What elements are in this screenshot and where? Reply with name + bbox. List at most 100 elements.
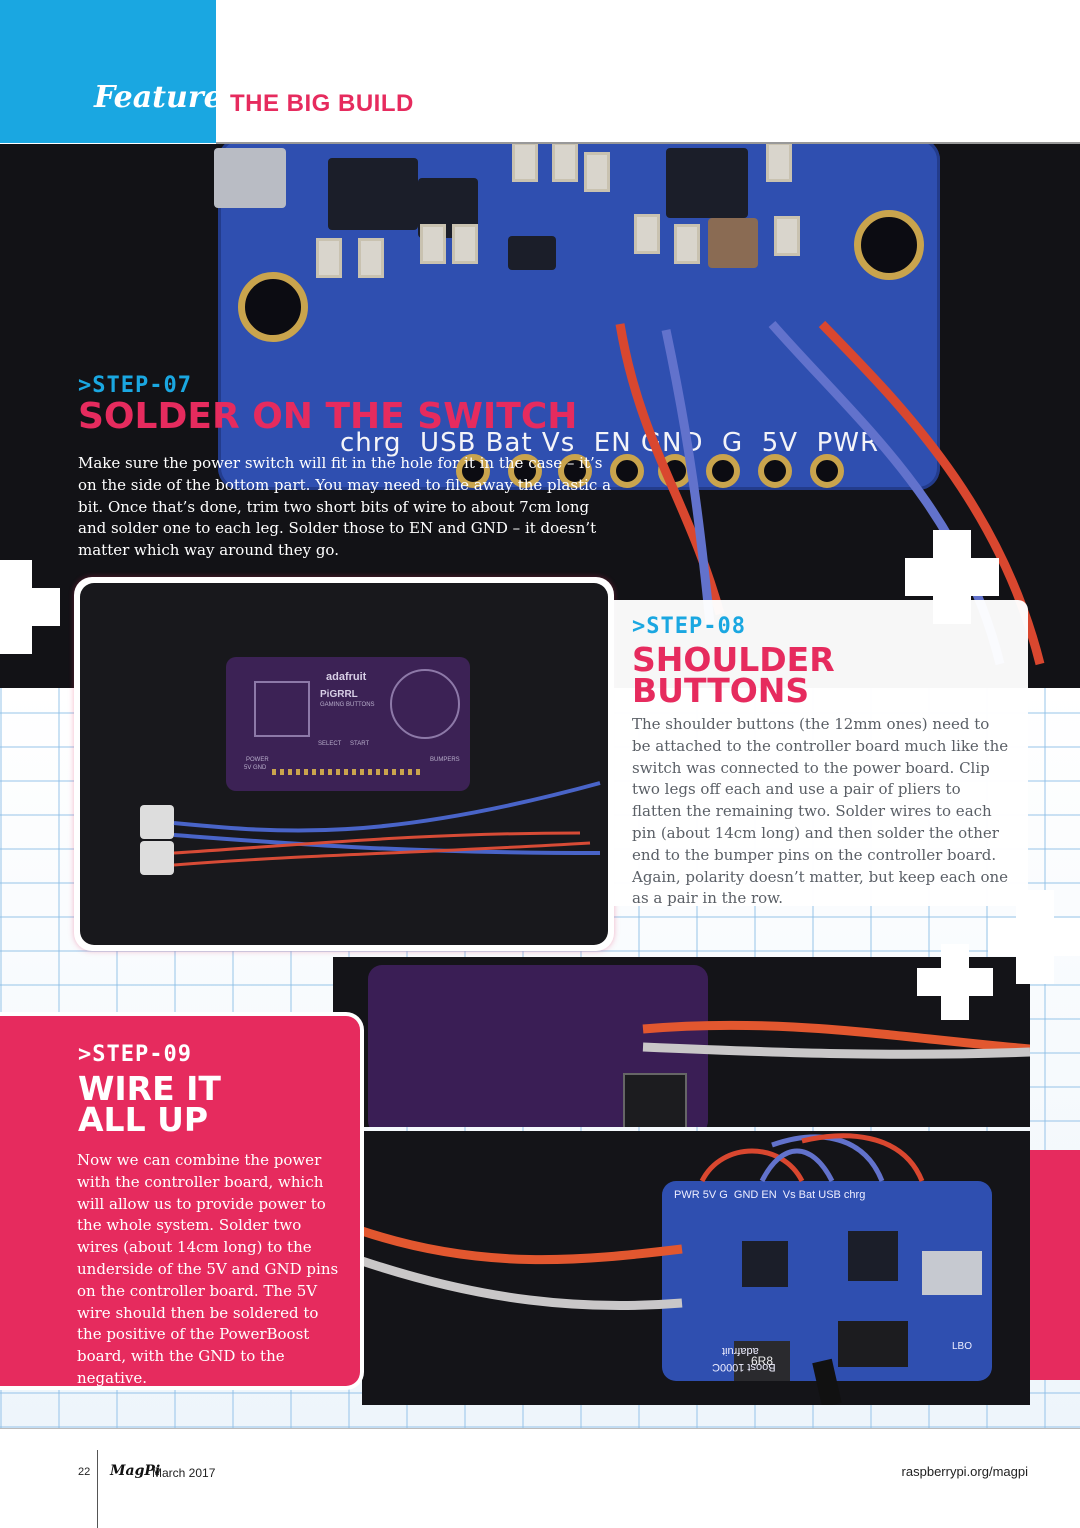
resistor [452,224,478,264]
pcb-pin-labels: chrg USB Bat Vs EN GND G 5V PWR [340,428,880,458]
plus-decoration [917,944,993,1020]
resistor [358,238,384,278]
connector [623,1073,687,1127]
section-title: THE BIG BUILD [230,90,414,117]
step-09-label: >STEP-09 [78,1042,192,1067]
step-07-body: Make sure the power switch will fit in t… [78,454,612,560]
usb-port [922,1251,982,1295]
transistor [508,236,556,270]
step-08-label: >STEP-08 [632,614,746,639]
resistor [634,214,660,254]
mounting-hole [854,210,924,280]
battery-connector [838,1321,908,1367]
resistor [674,224,700,264]
board-bumpers: BUMPERS [430,757,460,763]
board-start: START [350,741,370,747]
usb-port [214,148,286,208]
ic-chip [848,1231,898,1281]
ic-chip-tps [666,148,748,218]
wire-blue [771,1134,885,1182]
tactile-button [140,841,174,875]
resistor [552,144,578,182]
wire-red [173,841,591,867]
wire-orange [642,1020,1030,1054]
board-power-pins: 5V GND [244,765,267,771]
footer-divider [97,1450,98,1528]
wire-grey [362,1256,683,1311]
boost-wires-svg [362,1133,925,1405]
resistor [766,144,792,182]
resistor [512,144,538,182]
battery-cable [812,1358,842,1405]
ic-chip [328,158,418,230]
step-09-title-line2: ALL UP [78,1100,209,1140]
step-09-box [0,1016,360,1386]
pin-hole [558,454,592,488]
magpi-logo: MagPi [110,1463,161,1479]
board-brand: adafruit [326,671,367,683]
step-08-title: SHOULDER BUTTONS [632,640,835,711]
pink-strip [1030,1150,1080,1380]
ic-chip [742,1241,788,1287]
wire-blue [759,1148,835,1183]
resistor [774,216,800,256]
pcb-pin-labels-small: PWR 5V G GND EN Vs Bat USB chrg [674,1189,866,1201]
step-07-label: >STEP-07 [78,373,192,398]
issue-date: March 2017 [152,1466,216,1480]
wire-red [173,831,581,855]
wire-blue [173,781,601,833]
photo-controller-board: adafruit PiGRRL GAMING BUTTONS SELECT ST… [74,577,614,951]
photo-board-underside [333,957,1030,1127]
pin-hole [610,454,644,488]
board-select: SELECT [318,741,342,747]
plus-decoration [0,560,60,654]
pin-hole [758,454,792,488]
step-09-title-line1: WIRE IT [78,1069,221,1108]
button-circle-outline [390,669,460,739]
resistor [316,238,342,278]
footer-rule [0,1428,1080,1429]
pigrrl-board: adafruit PiGRRL GAMING BUTTONS SELECT ST… [226,657,470,791]
wire-blue [661,329,715,625]
feature-label: Feature [94,80,223,115]
dpad-outline [254,681,310,737]
tactile-button [140,805,174,839]
mounting-hole [238,272,308,342]
photo-frame: adafruit PiGRRL GAMING BUTTONS SELECT ST… [80,583,608,945]
website-link[interactable]: raspberrypi.org/magpi [901,1464,1028,1479]
board-sub: GAMING BUTTONS [320,702,375,708]
wire-red [699,1148,805,1183]
step-08-title-line1: SHOULDER [632,640,835,679]
underside-wires-svg [642,1020,1030,1059]
step-09-body: Now we can combine the power with the co… [77,1151,339,1387]
board-name: PiGRRL [320,689,358,700]
capacitor [708,218,758,268]
lbo-label: LBO [952,1341,973,1352]
inductor: 6R8 [734,1341,790,1381]
wire-blue [173,833,601,855]
header-pins [272,769,422,775]
pin-hole [706,454,740,488]
photo-wired-boost-board: PWR 5V G GND EN Vs Bat USB chrg 6R8 adaf… [362,1131,1030,1405]
plus-decoration [988,890,1080,984]
resistor [584,152,610,192]
pin-hole [456,454,490,488]
plus-decoration [905,530,999,624]
button-wires-svg [173,781,601,867]
pin-hole [810,454,844,488]
powerboost-board: PWR 5V G GND EN Vs Bat USB chrg 6R8 adaf… [662,1181,992,1381]
wire-grey [642,1042,1030,1059]
pcb-blue-board [214,144,940,490]
header-rule [216,142,1080,144]
board-power: POWER [246,757,269,763]
step-09-title: WIRE IT ALL UP [78,1069,221,1140]
step-08-title-line2: BUTTONS [632,671,810,711]
pin-hole [508,454,542,488]
step-08-body: The shoulder buttons (the 12mm ones) nee… [632,715,1009,908]
step-07-title: SOLDER ON THE SWITCH [78,396,578,437]
wire-red [801,1133,925,1182]
step-08-box [614,600,1028,906]
feature-tab [0,0,216,143]
page-number: 22 [78,1466,91,1478]
wire-orange [362,1226,683,1265]
